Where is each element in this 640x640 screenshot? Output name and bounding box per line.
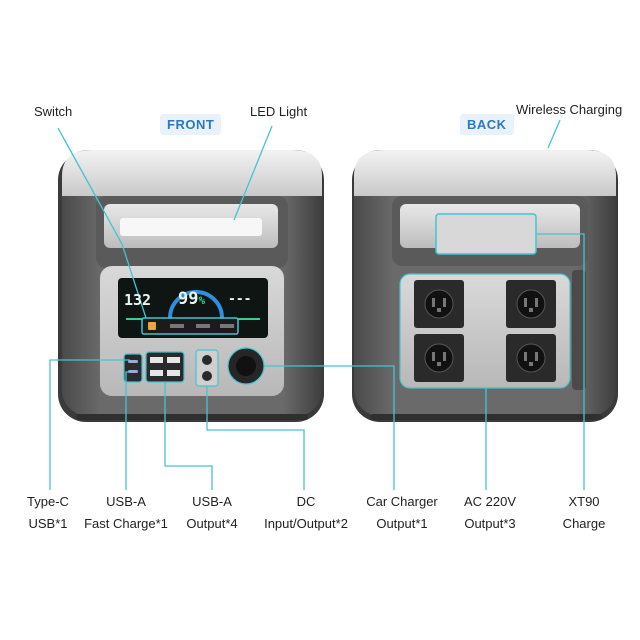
- usb-a-fast-label: USB-A Fast Charge*1: [84, 491, 168, 535]
- lcd-right-readout: ---: [228, 292, 252, 307]
- xt90-callout-line: [536, 233, 585, 490]
- front-tag: FRONT: [160, 114, 222, 135]
- ac-220v-label-line2: Output*3: [464, 516, 516, 531]
- wireless-charging-label: Wireless Charging: [516, 102, 623, 117]
- car-charger-label: Car Charger Output*1: [366, 491, 438, 535]
- function-buttons-row: [141, 317, 239, 335]
- dc-label-line1: DC: [296, 494, 316, 509]
- car-charger-label-line1: Car Charger: [366, 494, 438, 509]
- car-charger-label-line2: Output*1: [376, 516, 428, 531]
- usb-a-output-group: [145, 351, 185, 383]
- led-light-callout-line: [233, 125, 273, 221]
- dc-port-2: [202, 371, 212, 381]
- lcd-center-value: 99: [178, 289, 199, 309]
- usb-a-output-label: USB-A Output*4: [186, 491, 237, 535]
- usb-a-port-3: [150, 370, 163, 376]
- usb-a-output-label-line1: USB-A: [192, 494, 232, 509]
- dc-label-line2: Input/Output*2: [264, 516, 348, 531]
- wireless-charging-pad: [435, 213, 537, 255]
- type-c-label: Type-C USB*1: [27, 491, 69, 535]
- front-top-cap: [62, 150, 322, 196]
- function-button-2: [170, 324, 184, 328]
- usb-a-output-callout-line: [164, 382, 213, 490]
- usb-a-fast-callout-line: [125, 371, 130, 490]
- function-button-4: [220, 324, 234, 328]
- usb-a-port-1: [150, 357, 163, 363]
- usb-a-fast-label-line2: Fast Charge*1: [84, 516, 168, 531]
- front-base: [76, 414, 308, 420]
- back-device: [352, 150, 618, 422]
- dc-callout-line: [206, 386, 305, 490]
- ac-220v-label-line1: AC 220V: [463, 494, 517, 509]
- callout-lines: [49, 119, 585, 490]
- lcd-right-underline: [226, 318, 260, 320]
- front-device: [58, 150, 324, 422]
- ac-outlets: [414, 280, 556, 382]
- usb-a-output-label-line2: Output*4: [186, 516, 238, 531]
- usb-a-port-4: [167, 370, 180, 376]
- back-tag: BACK: [460, 114, 514, 135]
- power-switch-button: [148, 322, 156, 330]
- usb-a-fast-label-line1: USB-A: [106, 494, 146, 509]
- switch-label: Switch: [34, 104, 73, 119]
- xt90-label-line1: XT90: [568, 494, 600, 509]
- function-button-3: [196, 324, 210, 328]
- type-c-port: [128, 360, 138, 363]
- lcd-center-unit: %: [198, 294, 206, 307]
- usb-a-fast-port: [128, 370, 138, 373]
- xt90-label-line2: Charge: [562, 516, 606, 531]
- car-charger-inner: [236, 356, 256, 376]
- type-c-port-group: [123, 353, 143, 383]
- wireless-callout-line: [547, 119, 561, 149]
- back-top-cap: [354, 150, 616, 196]
- lcd-left-readout: 132: [124, 291, 152, 309]
- type-c-label-line2: USB*1: [28, 516, 68, 531]
- lcd-center-readout: 99%: [178, 289, 205, 309]
- lcd-gauge-arc: [168, 290, 224, 319]
- type-c-label-line1: Type-C: [27, 494, 69, 509]
- led-light-bar: [120, 218, 262, 236]
- type-c-callout-line: [49, 359, 130, 490]
- xt90-port: [572, 270, 586, 390]
- dc-port-1: [202, 355, 212, 365]
- dc-label: DC Input/Output*2: [264, 491, 348, 535]
- ac-220v-label: AC 220V Output*3: [464, 491, 516, 535]
- usb-a-port-2: [167, 357, 180, 363]
- xt90-label: XT90 Charge: [563, 491, 606, 535]
- car-charger-callout-line: [264, 365, 395, 490]
- led-light-label: LED Light: [250, 104, 308, 119]
- switch-callout-line: [57, 127, 147, 319]
